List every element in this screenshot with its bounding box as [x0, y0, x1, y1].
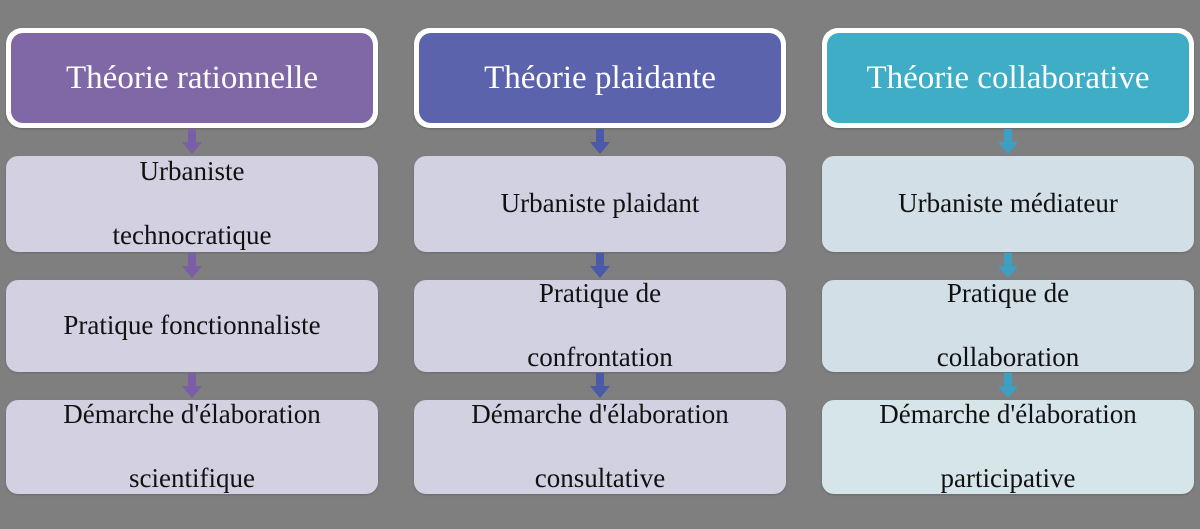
step-label-1-1: Urbaniste technocratique [113, 156, 272, 252]
step-card-2-3: Démarche d'élaboration consultative [414, 399, 786, 495]
step-card-2-1: Urbaniste plaidant [414, 156, 786, 252]
arrow-down-icon-3-1 [822, 128, 1194, 156]
step-line-1-3-b: scientifique [129, 462, 255, 493]
step-line-1-1-b: technocratique [112, 219, 272, 250]
arrow-down-icon-1-1 [6, 128, 378, 156]
step-line-2-3-b: consultative [534, 462, 666, 493]
arrow-down-icon-2-1 [414, 128, 786, 156]
step-line-3-3-a: Démarche d'élaboration [879, 399, 1137, 430]
header-title-2: Théorie plaidante [484, 59, 716, 96]
arrow-down-icon-1-3 [6, 372, 378, 400]
step-line-1-1-a: Urbaniste [139, 156, 245, 187]
step-label-2-3: Démarche d'élaboration consultative [471, 399, 729, 495]
step-label-3-1: Urbaniste médiateur [898, 188, 1118, 219]
step-line-2-3-a: Démarche d'élaboration [471, 399, 729, 430]
header-card-1: Théorie rationnelle [11, 33, 373, 123]
step-label-1-3: Démarche d'élaboration scientifique [63, 399, 321, 495]
step-card-1-3: Démarche d'élaboration scientifique [6, 399, 378, 495]
header-card-2: Théorie plaidante [419, 33, 781, 123]
step-line-2-2-a: Pratique de [538, 278, 662, 309]
step-card-3-2: Pratique de collaboration [822, 278, 1194, 374]
step-label-1-2: Pratique fonctionnaliste [63, 310, 321, 341]
step-line-3-2-a: Pratique de [946, 278, 1070, 309]
step-line-2-2-b: confrontation [527, 341, 673, 372]
step-card-3-1: Urbaniste médiateur [822, 156, 1194, 252]
step-label-2-1: Urbaniste plaidant [500, 188, 700, 219]
step-line-3-2-b: collaboration [936, 341, 1080, 372]
step-line-3-3-b: participative [940, 462, 1076, 493]
column-theorie-collaborative: Théorie collaborative Urbaniste médiateu… [822, 0, 1194, 529]
step-card-2-2: Pratique de confrontation [414, 278, 786, 374]
column-theorie-plaidante: Théorie plaidante Urbaniste plaidant Pra… [414, 0, 786, 529]
header-title-3: Théorie collaborative [866, 59, 1150, 96]
arrow-down-icon-1-2 [6, 252, 378, 280]
arrow-down-icon-3-2 [822, 252, 1194, 280]
column-theorie-rationnelle: Théorie rationnelle Urbaniste technocrat… [6, 0, 378, 529]
arrow-down-icon-2-3 [414, 372, 786, 400]
step-card-1-2: Pratique fonctionnaliste [6, 280, 378, 372]
header-card-wrapper-1: Théorie rationnelle [6, 28, 378, 128]
arrow-down-icon-3-3 [822, 372, 1194, 400]
step-label-2-2: Pratique de confrontation [527, 278, 672, 374]
header-card-wrapper-3: Théorie collaborative [822, 28, 1194, 128]
header-card-wrapper-2: Théorie plaidante [414, 28, 786, 128]
step-line-1-3-a: Démarche d'élaboration [63, 399, 321, 430]
header-title-1: Théorie rationnelle [66, 59, 318, 96]
step-label-3-3: Démarche d'élaboration participative [879, 399, 1137, 495]
step-card-3-3: Démarche d'élaboration participative [822, 399, 1194, 495]
header-card-3: Théorie collaborative [827, 33, 1189, 123]
step-card-1-1: Urbaniste technocratique [6, 156, 378, 252]
step-label-3-2: Pratique de collaboration [937, 278, 1079, 374]
arrow-down-icon-2-2 [414, 252, 786, 280]
